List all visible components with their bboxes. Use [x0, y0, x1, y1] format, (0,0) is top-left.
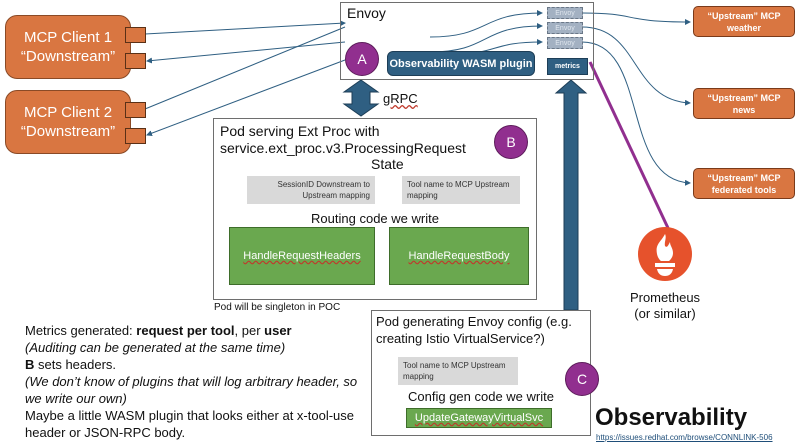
- config-pod-box: Pod generating Envoy config (e.g. creati…: [371, 310, 591, 436]
- client1-response-line: [146, 41, 346, 64]
- config-tool-mapping-state: Tool name to MCP Upstream mapping: [398, 357, 518, 385]
- grpc-label: gRPC: [383, 91, 418, 106]
- handle-request-headers[interactable]: HandleRequestHeaders: [229, 227, 375, 285]
- metrics-scrape-line: [588, 61, 670, 229]
- upstream-mcp-federated-tools[interactable]: “Upstream” MCP federated tools: [693, 168, 795, 199]
- envoy-cluster-news: Envoy: [547, 22, 583, 34]
- envoy-title: Envoy: [347, 5, 386, 21]
- badge-b: B: [494, 125, 528, 159]
- envoy-cluster-federated: Envoy: [547, 37, 583, 49]
- config-push-arrow: [554, 79, 588, 311]
- client-name: MCP Client 1: [23, 29, 113, 46]
- observability-heading: Observability: [595, 404, 748, 431]
- notes-line-wasm: Maybe a little WASM plugin that looks ei…: [25, 408, 354, 440]
- badge-c: C: [565, 362, 599, 396]
- jira-link[interactable]: https://issues.redhat.com/browse/CONNLIN…: [596, 433, 773, 442]
- client1-out-port: [125, 27, 146, 43]
- state-label: State: [371, 156, 404, 172]
- config-code-label: Config gen code we write: [408, 389, 554, 404]
- client-role: “Downstream”: [20, 123, 116, 140]
- update-gateway-virtual-svc[interactable]: UpdateGatewayVirtualSvc: [406, 408, 552, 428]
- tool-mapping-state: Tool name to MCP Upstream mapping: [402, 176, 520, 204]
- upstream-name: federated tools: [711, 184, 777, 195]
- ext-proc-pod-box: Pod serving Ext Proc with service.ext_pr…: [213, 118, 537, 300]
- metrics-endpoint[interactable]: metrics: [547, 58, 588, 75]
- prometheus-label: Prometheus (or similar): [629, 290, 701, 321]
- handle-request-body[interactable]: HandleRequestBody: [389, 227, 529, 285]
- notes-line-metrics: Metrics generated: request per tool, per…: [25, 323, 292, 338]
- notes-block: Metrics generated: request per tool, per…: [25, 322, 365, 441]
- mcp-client-2[interactable]: MCP Client 2 “Downstream”: [5, 90, 131, 154]
- upstream-mcp-news[interactable]: “Upstream” MCP news: [693, 88, 795, 119]
- observability-wasm-plugin[interactable]: Observability WASM plugin: [387, 51, 535, 76]
- badge-a: A: [345, 42, 379, 76]
- client2-in-port: [125, 128, 146, 144]
- client-role: “Downstream”: [20, 48, 116, 65]
- ext-proc-title-line2: service.ext_proc.v3.ProcessingRequest: [220, 140, 466, 156]
- upstream-name: weather: [726, 22, 761, 33]
- grpc-double-arrow: [342, 79, 380, 117]
- mcp-client-1[interactable]: MCP Client 1 “Downstream”: [5, 15, 131, 79]
- config-pod-title: Pod generating Envoy config (e.g. creati…: [376, 314, 572, 346]
- upstream-label: “Upstream” MCP: [707, 172, 781, 183]
- notes-line-auditing: (Auditing can be generated at the same t…: [25, 340, 286, 355]
- client-name: MCP Client 2: [23, 104, 113, 121]
- upstream-mcp-weather[interactable]: “Upstream” MCP weather: [693, 6, 795, 37]
- notes-line-headers: B sets headers.: [25, 357, 117, 372]
- singleton-footnote: Pod will be singleton in POC: [214, 302, 341, 313]
- session-mapping-state: SessionID Downstream to Upstream mapping: [247, 176, 375, 204]
- client2-request-line: [144, 26, 346, 110]
- upstream-name: news: [732, 104, 756, 115]
- routing-code-label: Routing code we write: [311, 211, 439, 226]
- notes-line-plugins: (We don’t know of plugins that will log …: [25, 374, 358, 406]
- client1-in-port: [125, 53, 146, 69]
- client2-out-port: [125, 102, 146, 118]
- envoy-cluster-weather: Envoy: [547, 7, 583, 19]
- prometheus-logo-icon: [638, 227, 692, 281]
- envoy-proxy-box: Envoy: [340, 2, 594, 80]
- upstream-label: “Upstream” MCP: [707, 92, 781, 103]
- ext-proc-title-line1: Pod serving Ext Proc with: [220, 123, 380, 139]
- client2-response-line: [146, 59, 346, 137]
- client1-request-line: [144, 20, 346, 35]
- upstream-label: “Upstream” MCP: [707, 10, 781, 21]
